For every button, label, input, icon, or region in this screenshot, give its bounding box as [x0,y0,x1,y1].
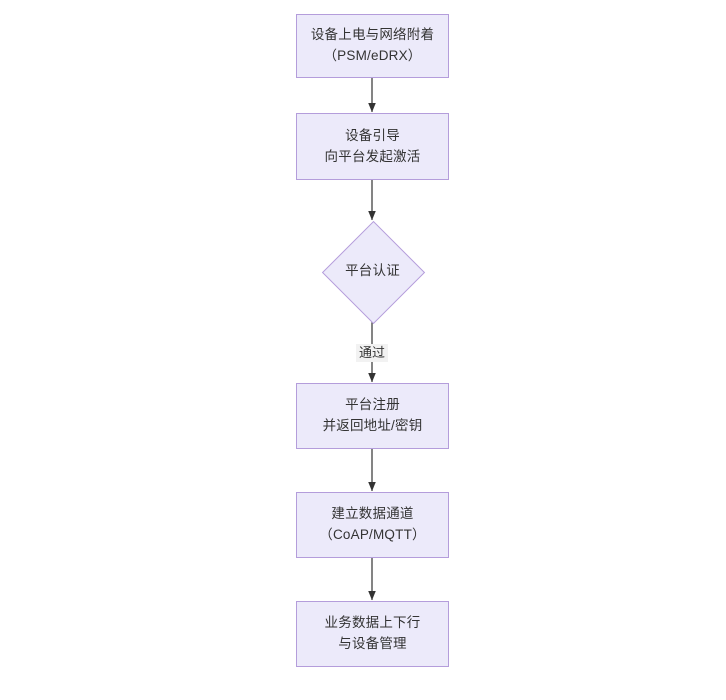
node-platform-registration[interactable]: 平台注册 并返回地址/密钥 [296,383,449,449]
node-label-line: 与设备管理 [338,636,407,651]
node-platform-authentication[interactable]: 平台认证 [321,220,426,325]
node-label-line: （CoAP/MQTT） [319,527,426,542]
node-label-line: 平台认证 [345,263,400,279]
node-label-line: 设备引导 [345,127,400,143]
edge-label-pass: 通过 [355,344,389,362]
node-establish-data-channel[interactable]: 建立数据通道 （CoAP/MQTT） [296,492,449,558]
node-label-line: 向平台发起激活 [324,148,421,164]
node-business-data-and-device-management[interactable]: 业务数据上下行 与设备管理 [296,601,449,667]
node-device-power-on[interactable]: 设备上电与网络附着 （PSM/eDRX） [296,14,449,78]
node-label-line: 建立数据通道 [331,506,414,522]
node-label-line: 设备上电与网络附着 [310,27,435,43]
node-label-line: （PSM/eDRX） [323,48,422,63]
node-label-line: 平台注册 [345,397,400,413]
node-device-bootstrap[interactable]: 设备引导 向平台发起激活 [296,113,449,180]
node-label-line: 业务数据上下行 [324,615,421,631]
node-label-line: 并返回地址/密钥 [322,418,423,433]
